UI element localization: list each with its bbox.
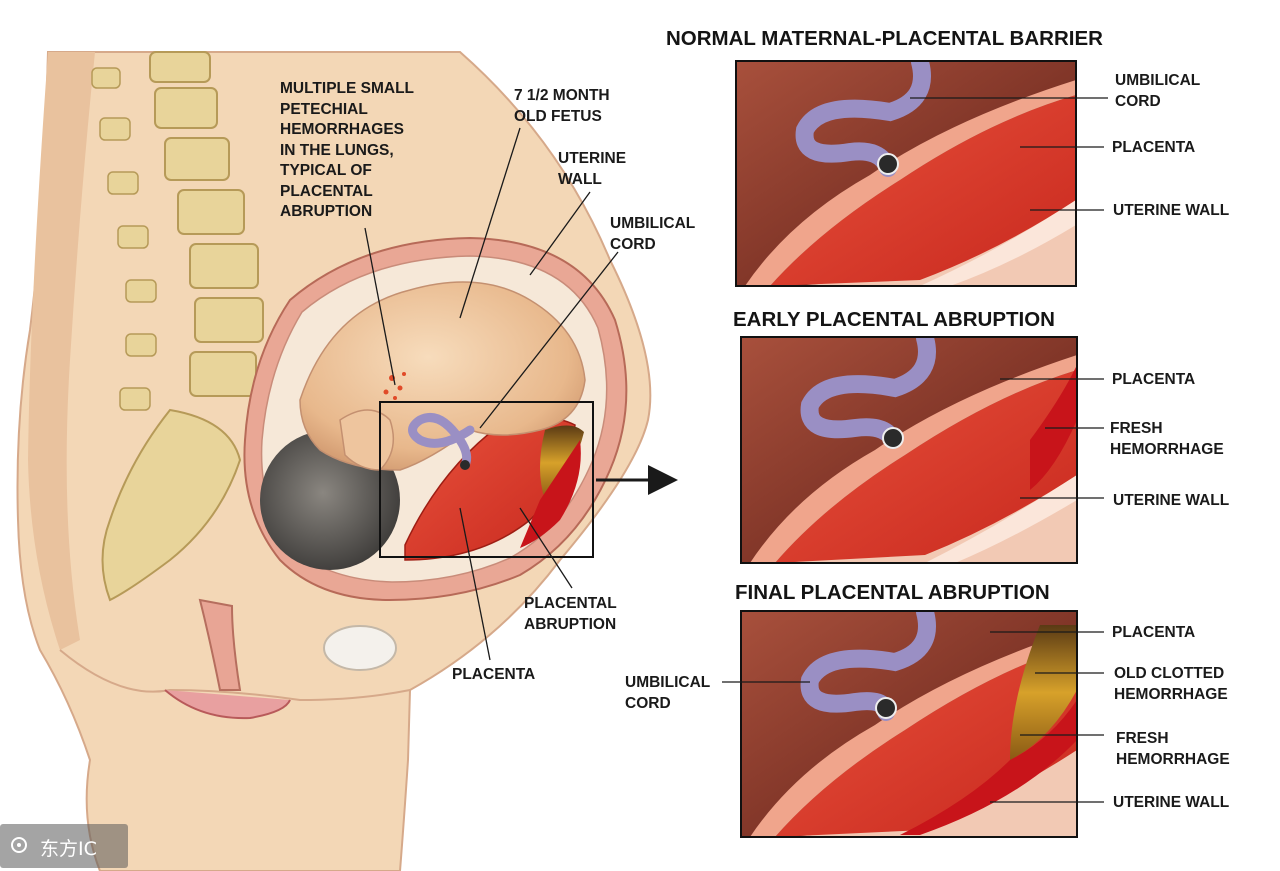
placenta-body	[770, 95, 1076, 286]
panel-early-label-fresh-hemorrhage: FRESH HEMORRHAGE	[1110, 420, 1224, 458]
spinous-process	[119, 387, 151, 411]
panel-early-label-uterine-wall: UTERINE WALL	[1113, 492, 1230, 509]
panel-final	[722, 610, 1104, 838]
panel-normal-label-umbilical-cord: UMBILICAL CORD	[1115, 72, 1201, 110]
leader-line	[364, 227, 396, 386]
cervix	[198, 598, 242, 691]
old-clotted-hemorrhage	[1010, 625, 1077, 760]
label-fetus: 7 1/2 MONTH OLD FETUS	[514, 87, 610, 125]
cord-vessels	[875, 697, 897, 719]
umbilical-cord	[800, 337, 936, 449]
sacrum	[101, 408, 242, 602]
umbilical-cord-main	[408, 413, 475, 470]
spinous-process	[117, 225, 149, 249]
label-uterine-wall-main: UTERINE WALL	[558, 150, 627, 188]
leader-line	[459, 507, 491, 661]
petechial-spot	[402, 372, 406, 376]
back-shading	[28, 52, 95, 650]
abruption-blood-main	[520, 440, 581, 548]
vertebra	[154, 87, 218, 129]
leader-line	[519, 507, 573, 589]
panel-final-leaders	[722, 631, 1104, 803]
camera-icon	[11, 837, 27, 853]
panel-normal-label-uterine-wall: UTERINE WALL	[1113, 202, 1230, 219]
petechial-spot	[393, 396, 397, 400]
umbilical-cord	[800, 611, 936, 721]
panel-normal-border	[735, 60, 1077, 287]
umbilical-cord	[795, 61, 931, 177]
vertebra	[194, 297, 264, 343]
spinous-process	[125, 333, 157, 357]
cord-insertion-main	[460, 460, 470, 470]
panel-early-leaders	[1000, 378, 1104, 499]
cord-vessels	[877, 153, 899, 175]
leader-line	[479, 251, 619, 429]
abruption-clot-main	[540, 425, 584, 500]
leader-line	[529, 191, 591, 276]
fresh-hemorrhage	[900, 700, 1077, 835]
panel-normal-leaders	[910, 97, 1108, 211]
uterine-wall-stripe	[920, 200, 1076, 286]
main-leader-lines	[364, 127, 619, 661]
chorionic-membrane	[750, 355, 1077, 563]
vaginal-canal	[164, 689, 291, 720]
panel-final-title: FINAL PLACENTAL ABRUPTION	[735, 581, 1050, 604]
panel-final-label-uterine-wall: UTERINE WALL	[1113, 794, 1230, 811]
spinous-process	[107, 171, 139, 195]
panel-final-border	[740, 610, 1078, 838]
spinous-process	[125, 279, 157, 303]
petechial-spot	[397, 385, 403, 391]
placenta-main	[404, 416, 576, 561]
panel-final-label-fresh-hemorrhage: FRESH HEMORRHAGE	[1116, 730, 1230, 768]
panel-normal	[735, 60, 1108, 287]
panel-final-label-placenta: PLACENTA	[1112, 624, 1196, 641]
label-placental-abruption-main: PLACENTAL ABRUPTION	[524, 595, 617, 633]
label-placenta-main: PLACENTA	[452, 666, 536, 683]
panel-final-label-umbilical-cord: UMBILICAL CORD	[625, 674, 711, 712]
panel-early-title: EARLY PLACENTAL ABRUPTION	[733, 308, 1055, 331]
petechial-spot	[383, 389, 389, 395]
spinous-process	[99, 117, 131, 141]
panel-early-label-placenta: PLACENTA	[1112, 371, 1196, 388]
vertebra	[164, 137, 230, 181]
panel-final-label-old-clotted-hemorrhage: OLD CLOTTED HEMORRHAGE	[1114, 665, 1228, 703]
label-umbilical-cord-main: UMBILICAL CORD	[610, 215, 696, 253]
chorionic-membrane	[745, 80, 1076, 286]
buttock-contour	[59, 649, 411, 702]
watermark-text: 东方IC	[40, 838, 97, 860]
panel-early-border	[740, 336, 1078, 564]
placenta-body	[775, 370, 1077, 563]
label-lung-hemorrhages: MULTIPLE SMALL PETECHIAL HEMORRHAGES IN …	[280, 80, 415, 220]
vertebra	[177, 189, 245, 235]
uterus	[243, 236, 628, 602]
spinous-process	[91, 67, 121, 89]
vertebra	[189, 351, 257, 397]
leader-line	[459, 127, 521, 319]
panel-normal-title: NORMAL MATERNAL-PLACENTAL BARRIER	[666, 27, 1103, 50]
panel-normal-label-placenta: PLACENTA	[1112, 139, 1196, 156]
vertebra	[189, 243, 259, 289]
bladder	[323, 625, 397, 671]
cord-vessels	[882, 427, 904, 449]
watermark-badge: 东方IC	[0, 824, 128, 868]
panel-early	[740, 336, 1104, 564]
zoom-region-box	[379, 401, 594, 558]
spine	[91, 51, 264, 602]
vertebra	[149, 51, 211, 83]
